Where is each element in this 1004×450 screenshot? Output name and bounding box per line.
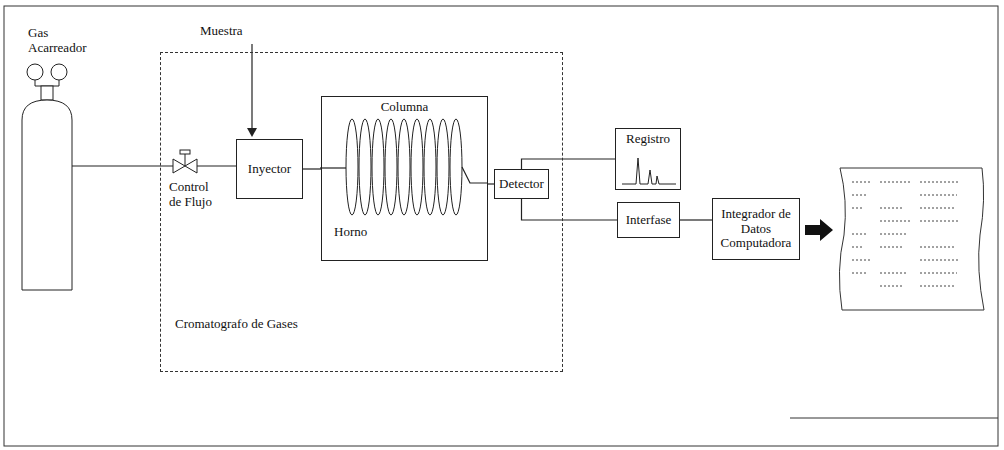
valve-symbol [173,158,197,174]
cylinder-outline [22,62,72,290]
coil-winding [437,119,449,215]
column-coil [346,119,462,215]
print-line [852,234,867,235]
recorder-label: Registro [616,132,680,147]
box-label: Interfase [626,213,671,228]
column-lead [320,167,346,168]
flow-valve: Control de Flujo [173,158,197,174]
output-arrow [805,219,833,241]
frame-line [790,418,998,419]
print-line [920,195,957,196]
oven-label: Horno [334,225,367,240]
oven-box: ColumnaHorno [321,96,488,261]
page-frame [4,6,998,446]
coil-winding [372,119,384,215]
pipe-connector [72,165,173,166]
print-line [920,286,954,287]
valve-label: Control de Flujo [169,180,223,210]
sample-arrowhead [247,128,257,137]
print-line [880,286,904,287]
coil-winding [359,119,371,215]
print-line [920,247,954,248]
pipe-connector [680,219,712,220]
print-line [852,195,867,196]
printout-rows [852,182,960,286]
box-label: Inyector [248,162,291,177]
print-line [920,208,954,209]
column-lead [462,167,487,183]
printout-sheet [839,168,984,310]
interface-box: Interfase [617,202,680,238]
box-label: Integrador de Datos Computadora [717,207,795,252]
print-line [880,208,904,209]
print-line [880,182,910,183]
print-line [880,221,910,222]
print-line [852,273,867,274]
print-line [920,260,960,261]
print-line [920,273,957,274]
column-label: Columna [322,100,487,115]
sample-label: Muestra [200,24,243,39]
injector-box: Inyector [236,139,303,199]
print-line [852,247,864,248]
detector-box: Detector [494,169,549,199]
gas-cylinder: Gas Acarreador [22,62,72,290]
supply-label: Gas Acarreador [28,26,100,56]
print-line [920,221,960,222]
coil-winding [424,119,436,215]
instrument-boundary: Cromatografo de Gases Control de Flujo Iny… [160,52,563,372]
sample-arrow [251,44,252,130]
print-line [852,260,870,261]
print-line [880,273,907,274]
coil-winding [346,119,358,215]
print-line [880,247,904,248]
coil-winding [398,119,410,215]
box-label: Detector [499,177,544,192]
coil-winding [385,119,397,215]
print-line [852,208,864,209]
chromatogram-trace [622,158,676,184]
pipe-connector [522,159,616,169]
integrator-box: Integrador de Datos Computadora [712,198,800,260]
pipe-connector [303,168,321,169]
recorder-box: Registro [615,128,681,190]
coil-winding [450,119,462,215]
pipe-connector [522,199,618,220]
pipe-connector [197,165,236,166]
coil-winding [411,119,423,215]
print-line [852,182,870,183]
instrument-label: Cromatografo de Gases [175,317,298,332]
print-line [920,182,960,183]
print-line [880,234,907,235]
